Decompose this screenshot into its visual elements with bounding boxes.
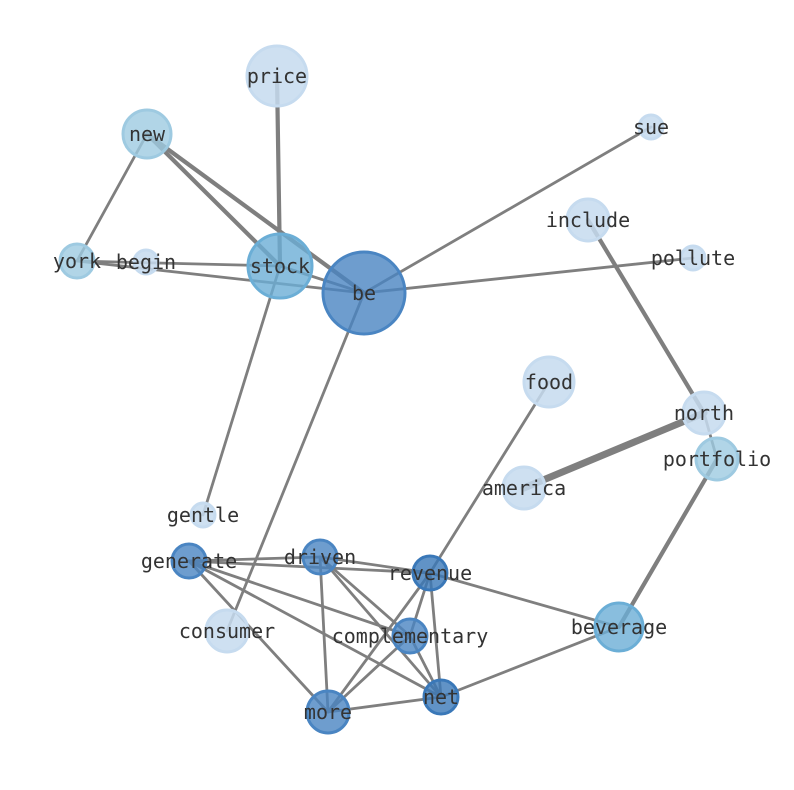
node-label-complementary: complementary [332,624,489,648]
edge-portfolio-beverage [616,456,720,630]
node-label-include: include [546,208,630,232]
node-net [422,678,460,716]
edge-revenue-beverage [428,571,621,629]
edge-driven-net [318,555,443,699]
node-portfolio [694,436,740,482]
node-label-gentle: gentle [167,503,239,527]
node-label-america: america [482,476,566,500]
node-layer [58,44,740,735]
node-north [681,390,727,436]
node-beverage [593,601,645,653]
edge-generate-complementary [187,559,412,638]
node-label-sue: sue [633,115,669,139]
node-label-generate: generate [141,549,237,573]
edge-new-be [144,131,367,296]
edge-driven-revenue [318,555,432,575]
node-sue [637,113,665,141]
edge-be-pollute [362,256,695,295]
node-label-stock: stock [250,254,310,278]
label-layer: be stock price new york begin sue include pollut… [53,64,771,724]
node-food [522,355,576,409]
edge-north-america [520,409,708,492]
node-revenue [411,554,449,592]
node-label-net: net [423,685,459,709]
node-york [58,242,96,280]
node-label-be: be [352,281,376,305]
node-label-new: new [129,122,166,146]
edge-food-revenue [428,380,551,575]
node-label-consumer: consumer [179,619,275,643]
node-label-pollute: pollute [651,246,735,270]
node-america [501,465,547,511]
edge-generate-net [187,559,443,699]
node-begin [132,248,160,276]
node-driven [301,538,339,576]
node-label-price: price [247,64,307,88]
node-stock [246,232,314,300]
node-include [565,197,611,243]
edge-stock-gentle [201,264,282,517]
edge-revenue-net [428,571,443,699]
edge-york-stock [75,259,282,268]
node-label-york: york [53,249,101,273]
edge-net-beverage [439,625,621,699]
node-complementary [391,617,429,655]
node-label-north: north [674,401,734,425]
node-label-revenue: revenue [388,561,472,585]
node-consumer [204,608,250,654]
edge-generate-driven [187,555,322,563]
edge-be-consumer [225,291,366,633]
node-gentle [189,501,217,529]
node-label-portfolio: portfolio [663,447,771,471]
edge-revenue-more [326,571,432,714]
node-new [121,108,173,160]
edge-york-be [75,259,366,295]
node-more [305,689,351,735]
edge-be-sue [362,125,653,295]
node-label-food: food [525,370,573,394]
node-label-more: more [304,700,352,724]
node-be [321,250,407,336]
node-label-beverage: beverage [571,615,667,639]
node-pollute [679,244,707,272]
edge-driven-more [318,555,330,714]
edge-generate-more [187,559,330,714]
edge-include-north [585,217,707,416]
node-label-begin: begin [116,250,176,274]
node-label-driven: driven [284,545,356,569]
node-generate [170,542,208,580]
node-price [245,44,309,108]
